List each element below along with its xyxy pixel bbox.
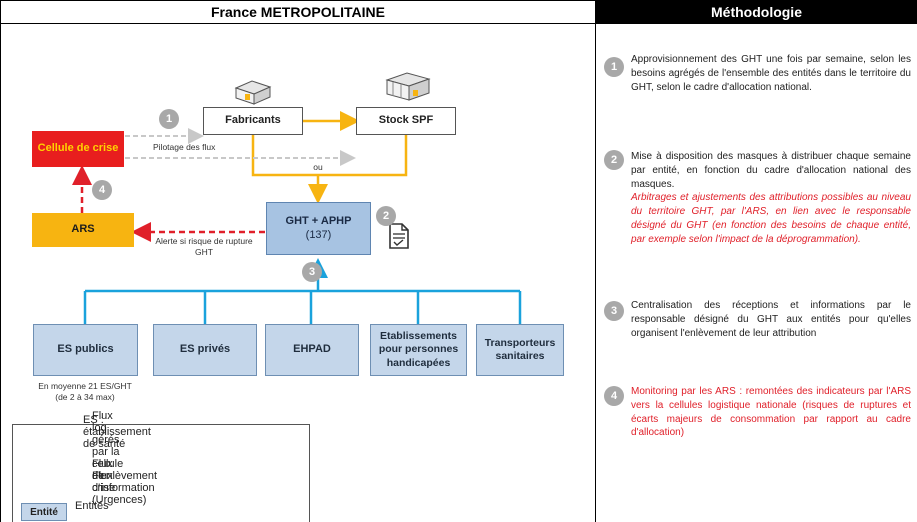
- meth-step-3-number: 3: [610, 305, 618, 317]
- moyenne-label: En moyenne 21 ES/GHT (de 2 à 34 max): [20, 381, 150, 403]
- meth-step-2: Mise à disposition des masques à distrib…: [631, 150, 911, 247]
- meth-step-3-text: Centralisation des réceptions et informa…: [631, 300, 911, 339]
- box-icon: [234, 80, 272, 105]
- moyenne-line-1: En moyenne 21 ES/GHT: [38, 381, 132, 391]
- es-publics-box: ES publics: [33, 324, 138, 376]
- fabricants-label: Fabricants: [225, 114, 281, 127]
- legend-entite-swatch-label: Entité: [30, 506, 58, 518]
- ehpad-box: EHPAD: [265, 324, 359, 376]
- etablissements-handicap-label: Etablissements pour personnes handicapée…: [378, 330, 459, 369]
- meth-step-4-text: Monitoring par les ARS : remontées des i…: [631, 386, 911, 439]
- alerte-label: Alerte si risque de rupture GHT: [155, 236, 253, 258]
- meth-step-1-marker: 1: [604, 57, 624, 77]
- boxes-icon: [385, 72, 431, 101]
- flux-stock-ght: [318, 135, 408, 177]
- etablissements-handicap-box: Etablissements pour personnes handicapée…: [370, 324, 467, 376]
- es-prives-label: ES privés: [179, 343, 231, 356]
- transporteurs-label: Transporteurs sanitaires: [484, 336, 556, 362]
- step-2-number: 2: [382, 210, 390, 222]
- step-3-number: 3: [308, 266, 316, 278]
- transporteurs-box: Transporteurs sanitaires: [476, 324, 564, 376]
- ars-label: ARS: [71, 223, 95, 236]
- ght-count-label: (137): [305, 228, 332, 241]
- left-title: France METROPOLITAINE: [211, 4, 385, 20]
- meth-step-2-italic: Arbitrages et ajustements des attributio…: [631, 192, 911, 245]
- cellule-crise-label: Cellule de crise: [37, 142, 119, 155]
- es-prives-box: ES privés: [153, 324, 257, 376]
- step-4-number: 4: [98, 184, 106, 196]
- moyenne-line-2: (de 2 à 34 max): [55, 392, 115, 403]
- meth-step-3-marker: 3: [604, 301, 624, 321]
- legend-flux-log: Flux log gérés par la cellule de crise: [92, 410, 124, 494]
- document-icon: [389, 223, 409, 249]
- legend-flux-enlevement: Flux d'enlèvement: [92, 458, 158, 482]
- ght-aphp-label: GHT + APHP: [285, 214, 352, 227]
- stock-spf-box: Stock SPF: [356, 107, 456, 135]
- step-1-marker: 1: [159, 109, 179, 129]
- meth-step-2-marker: 2: [604, 150, 624, 170]
- flux-fabricants-ght: [251, 135, 318, 177]
- legend-es-definition: ES : établissement de santé: [83, 414, 151, 450]
- legend-entites: Entités: [75, 500, 109, 512]
- ars-box: ARS: [32, 213, 134, 247]
- legend-flux-info: Flux d'information (Urgences): [92, 470, 155, 506]
- fabricants-box: Fabricants: [203, 107, 303, 135]
- step-4-marker: 4: [92, 180, 112, 200]
- cellule-crise-box: Cellule de crise: [32, 131, 124, 167]
- es-publics-label: ES publics: [57, 343, 114, 356]
- meth-step-1-text: Approvisionnement des GHT une fois par s…: [631, 54, 911, 93]
- ght-aphp-box: GHT + APHP (137): [266, 202, 371, 255]
- meth-step-2-number: 2: [610, 154, 618, 166]
- stock-spf-label: Stock SPF: [378, 114, 434, 127]
- pilotage-label: Pilotage des flux: [153, 142, 216, 152]
- ou-label: ou: [313, 162, 323, 172]
- meth-step-4-number: 4: [610, 390, 618, 402]
- step-3-marker: 3: [302, 262, 322, 282]
- legend: ES : établissement de santé Flux log gér…: [12, 410, 310, 522]
- ehpad-label: EHPAD: [293, 343, 331, 356]
- step-1-number: 1: [165, 113, 173, 125]
- meth-step-4-marker: 4: [604, 386, 624, 406]
- right-title: Méthodologie: [711, 4, 802, 20]
- methodologie-header: Méthodologie: [596, 0, 917, 24]
- legend-entite-swatch: Entité: [21, 503, 67, 521]
- step-2-marker: 2: [376, 206, 396, 226]
- meth-step-1-number: 1: [610, 61, 618, 73]
- france-metropolitaine-header: France METROPOLITAINE: [0, 0, 596, 24]
- diagram-frame: [0, 24, 596, 522]
- meth-step-2-text: Mise à disposition des masques à distrib…: [631, 151, 911, 190]
